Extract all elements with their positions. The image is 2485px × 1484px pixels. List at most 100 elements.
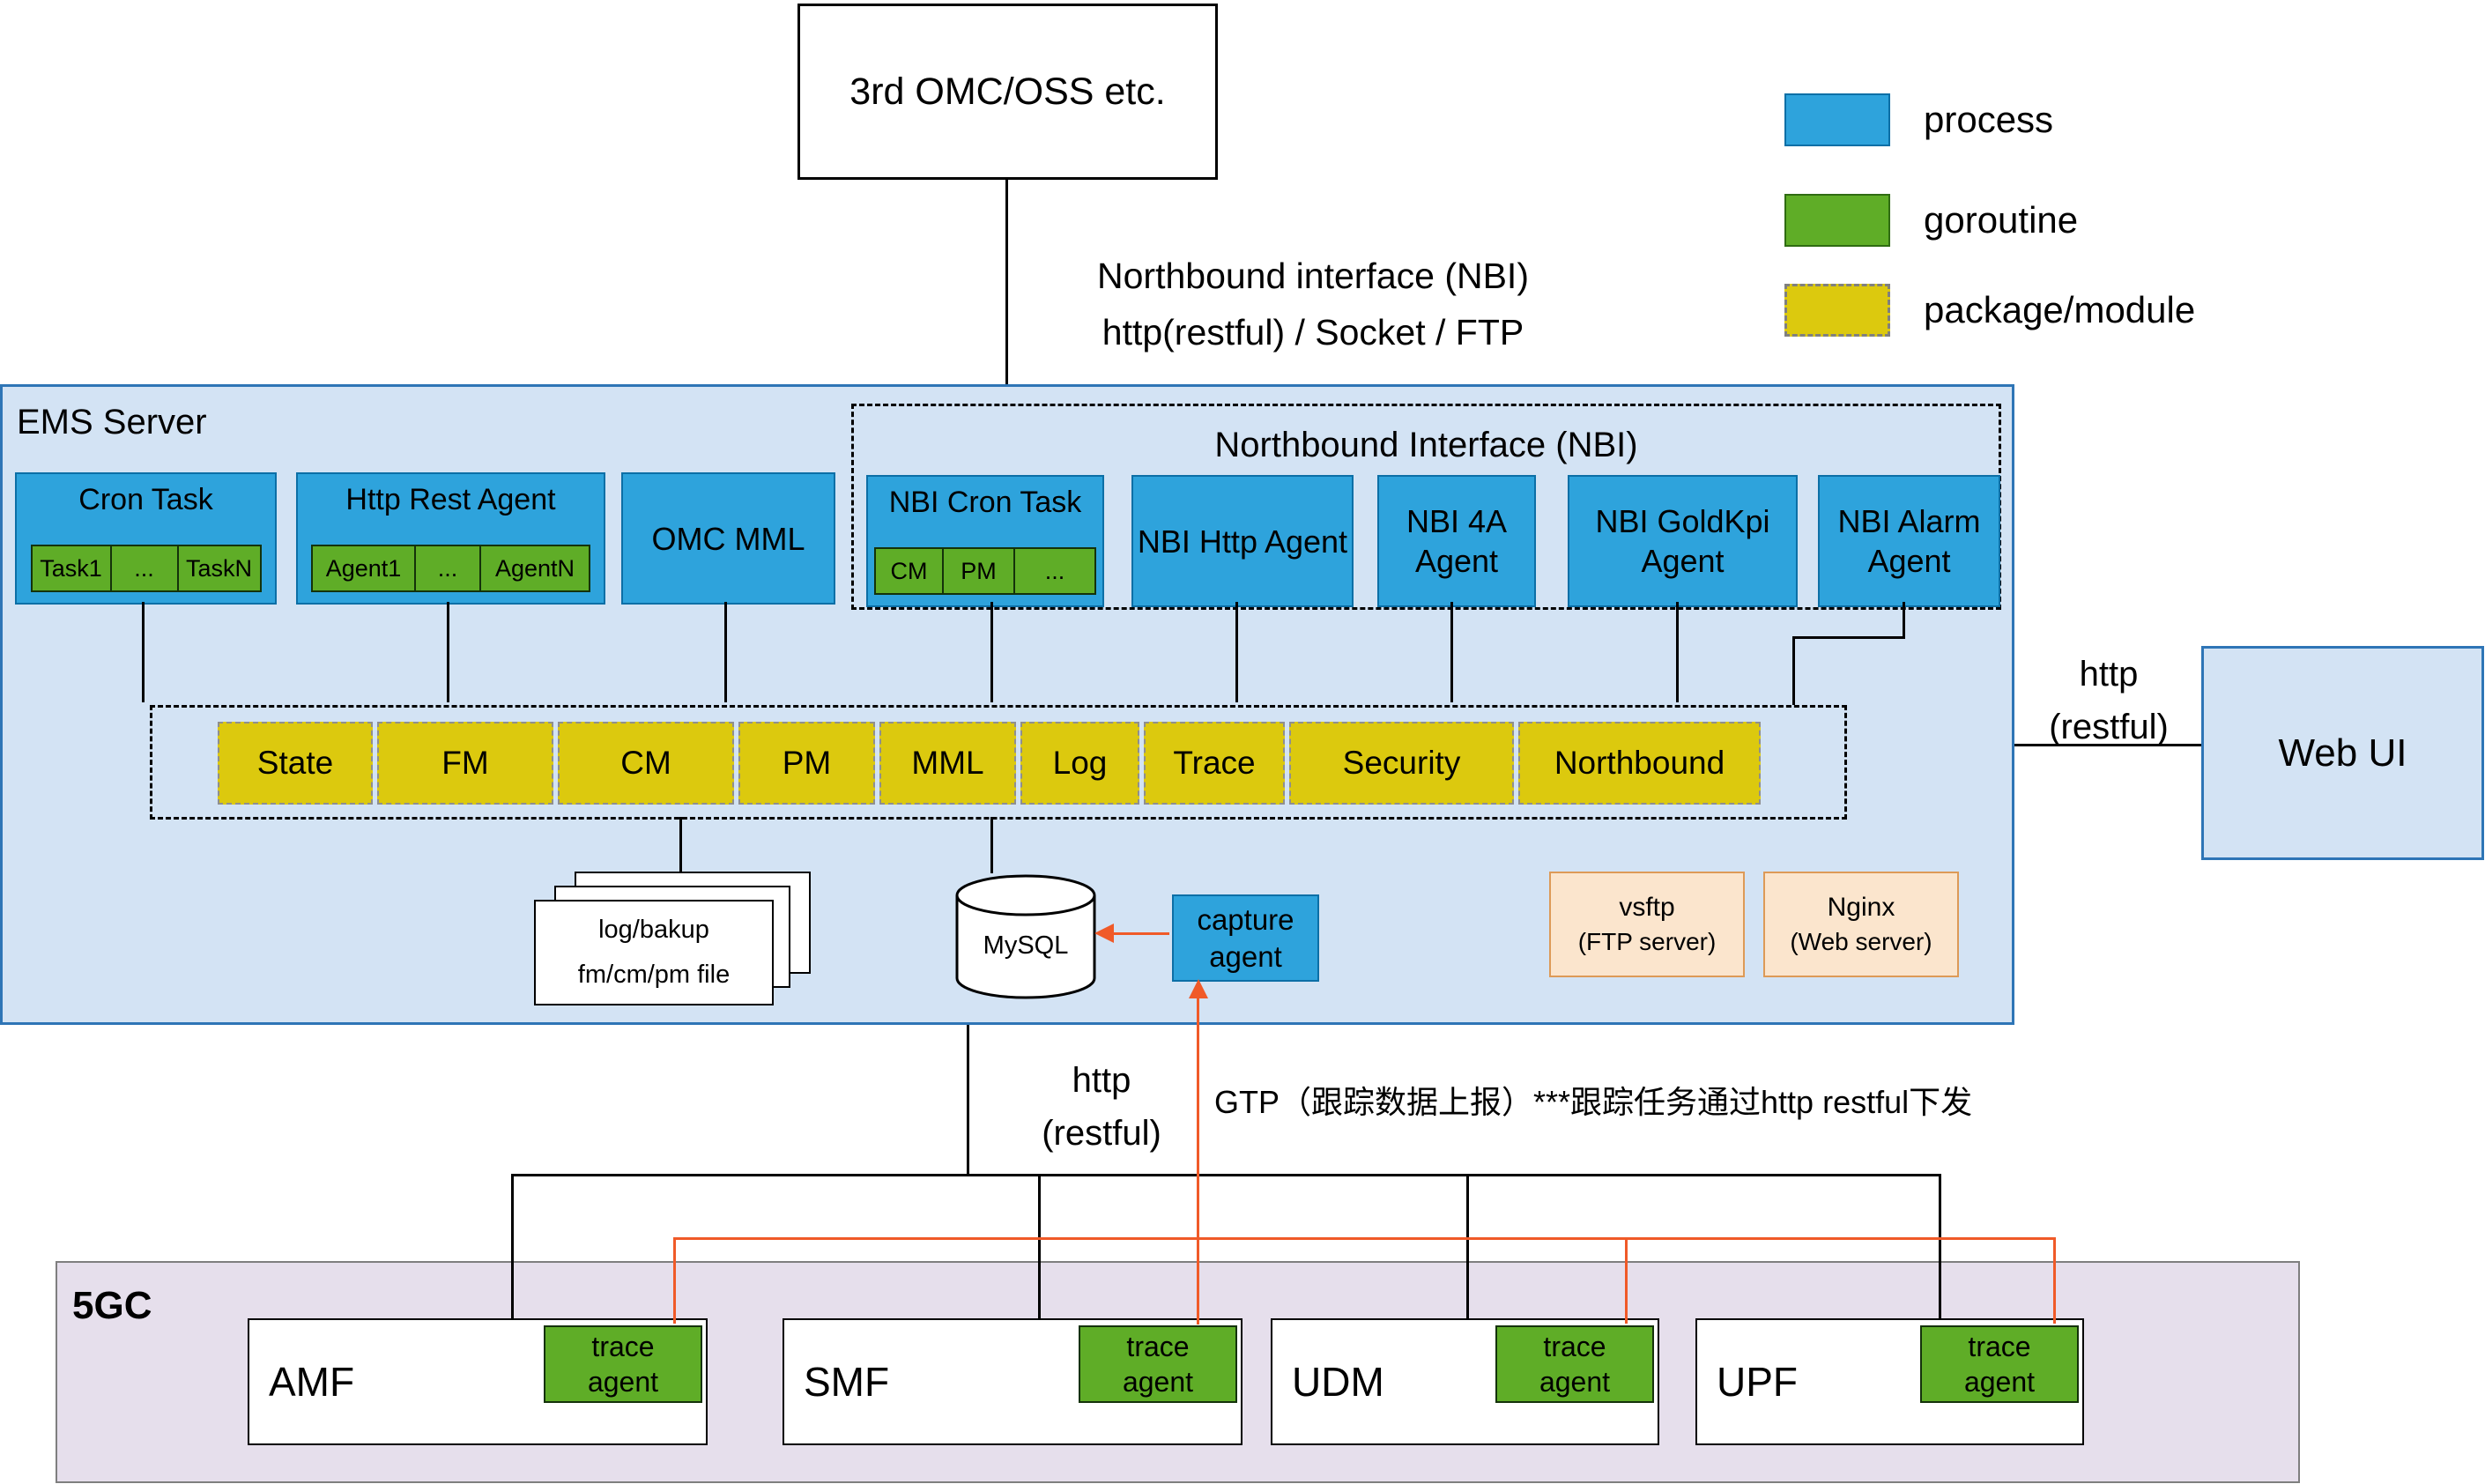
legend-row-process: process (1784, 93, 2053, 146)
agent1-chip: Agent1 (311, 545, 416, 592)
nbi-4a-agent-box: NBI 4A Agent (1377, 475, 1536, 607)
gtp-trunk-h (673, 1237, 2056, 1240)
nbi-alarm-down-line-h (1792, 636, 1905, 639)
nbi-alarm-down-line-v1 (1903, 602, 1905, 639)
amf-label: AMF (269, 1359, 355, 1405)
cron-task-box: Cron Task Task1 ... TaskN (15, 472, 277, 605)
5gc-trunk-h (511, 1174, 1941, 1176)
nbi-goldkpi-agent-box: NBI GoldKpi Agent (1568, 475, 1798, 607)
fgc-container: 5GC AMF trace agent SMF trace agent UDM … (56, 1261, 2300, 1483)
http-right-line2: (restful) (2049, 708, 2169, 746)
http-right-line1: http (2079, 655, 2139, 694)
legend-row-package: package/module (1784, 284, 2195, 337)
gtp-label: GTP（跟踪数据上报）***跟踪任务通过http restful下发 (1214, 1084, 1973, 1120)
module-cm: CM (558, 722, 734, 805)
cm-chip: CM (874, 547, 944, 595)
nbi-cron-goroutines: CM PM ... (874, 547, 1096, 595)
file-label-line1: log/bakup (598, 916, 709, 945)
task-dots-chip: ... (109, 545, 179, 592)
omc-mml-down-line (724, 602, 727, 702)
ems-to-webui-line (2014, 744, 2201, 746)
module-trace: Trace (1144, 722, 1285, 805)
smf-node: SMF trace agent (783, 1318, 1242, 1445)
udm-node: UDM trace agent (1271, 1318, 1659, 1445)
vsftp-sublabel: (FTP server) (1577, 928, 1717, 956)
nbi-link-line2: http(restful) / Socket / FTP (1102, 311, 1524, 352)
legend-row-goroutine: goroutine (1784, 194, 2078, 247)
amf-trace-agent: trace agent (544, 1325, 702, 1403)
http-rest-agent-label: Http Rest Agent (345, 483, 556, 516)
capture-agent-label: capture agent (1197, 903, 1294, 973)
taskn-chip: TaskN (176, 545, 262, 592)
cron-task-goroutines: Task1 ... TaskN (30, 545, 262, 592)
smf-trace-agent: trace agent (1079, 1325, 1237, 1403)
ems-server-container: EMS Server Cron Task Task1 ... TaskN Htt… (0, 384, 2014, 1025)
smf-drop-line (1038, 1174, 1041, 1318)
modules-to-files-line (679, 817, 682, 873)
upf-label: UPF (1717, 1359, 1798, 1405)
nbi-cron-task-label: NBI Cron Task (888, 486, 1082, 519)
capture-to-mysql-line (1110, 932, 1169, 935)
package-swatch-icon (1784, 284, 1890, 337)
agent-dots-chip: ... (414, 545, 481, 592)
nbi-goldkpi-down-line (1676, 602, 1679, 702)
vsftp-box: vsftp (FTP server) (1549, 872, 1745, 977)
agentn-chip: AgentN (479, 545, 590, 592)
goroutine-swatch-icon (1784, 194, 1890, 247)
nginx-label: Nginx (1827, 892, 1895, 922)
smf-label: SMF (804, 1359, 890, 1405)
ems-server-title: EMS Server (17, 403, 207, 441)
module-mml: MML (879, 722, 1016, 805)
pm-chip: PM (942, 547, 1015, 595)
gtp-amf-drop-line (673, 1237, 676, 1324)
gtp-upf-drop-line (2053, 1237, 2056, 1324)
udm-label: UDM (1292, 1359, 1384, 1405)
udm-trace-agent-label: trace agent (1539, 1331, 1611, 1398)
omc-mml-box: OMC MML (621, 472, 835, 605)
arrowhead-into-mysql-icon (1094, 924, 1114, 943)
module-security: Security (1289, 722, 1514, 805)
gtp-udm-drop-line (1625, 1237, 1628, 1324)
omc-to-ems-line (1005, 180, 1008, 384)
http-rest-down-line (447, 602, 449, 702)
module-pm: PM (738, 722, 875, 805)
udm-trace-agent: trace agent (1495, 1325, 1654, 1403)
nginx-box: Nginx (Web server) (1763, 872, 1959, 977)
module-northbound: Northbound (1518, 722, 1761, 805)
legend-goroutine-label: goroutine (1924, 199, 2079, 241)
process-swatch-icon (1784, 93, 1890, 146)
http-restful-south-label: http (restful) (987, 1054, 1216, 1160)
http-restful-right-label: http (restful) (2018, 648, 2199, 753)
nbi-alarm-agent-box: NBI Alarm Agent (1818, 475, 2000, 607)
web-ui-box: Web UI (2201, 646, 2484, 860)
amf-node: AMF trace agent (248, 1318, 708, 1445)
module-fm: FM (377, 722, 553, 805)
legend-package-label: package/module (1924, 289, 2196, 330)
upf-trace-agent: trace agent (1920, 1325, 2079, 1403)
nbi-4a-down-line (1450, 602, 1453, 702)
upf-trace-agent-label: trace agent (1963, 1331, 2036, 1398)
file-page-front: log/bakup fm/cm/pm file (534, 900, 774, 1005)
third-omc-oss-box: 3rd OMC/OSS etc. (797, 4, 1218, 180)
nbi-cron-down-line (990, 602, 993, 702)
nbi-http-down-line (1235, 602, 1238, 702)
http-south-line1: http (1072, 1061, 1131, 1100)
upf-node: UPF trace agent (1695, 1318, 2084, 1445)
modules-row: State FM CM PM MML Log Trace Security No… (218, 722, 1761, 805)
task1-chip: Task1 (30, 545, 112, 592)
arrowhead-into-capture-icon (1189, 979, 1208, 998)
http-rest-agent-goroutines: Agent1 ... AgentN (311, 545, 590, 592)
fgc-title: 5GC (72, 1284, 152, 1327)
cron-task-label: Cron Task (78, 483, 213, 516)
modules-to-mysql-line (990, 817, 993, 873)
module-log: Log (1020, 722, 1139, 805)
nbi-group-box: Northbound Interface (NBI) NBI Cron Task… (851, 404, 2001, 610)
nbi-http-agent-box: NBI Http Agent (1131, 475, 1354, 607)
mysql-database: MySQL (954, 872, 1097, 1004)
http-rest-agent-box: Http Rest Agent Agent1 ... AgentN (296, 472, 605, 605)
file-label-line2: fm/cm/pm file (577, 961, 731, 989)
mysql-label: MySQL (983, 931, 1069, 960)
modules-box: State FM CM PM MML Log Trace Security No… (150, 705, 1847, 820)
dots-chip: ... (1013, 547, 1096, 595)
module-state: State (218, 722, 373, 805)
